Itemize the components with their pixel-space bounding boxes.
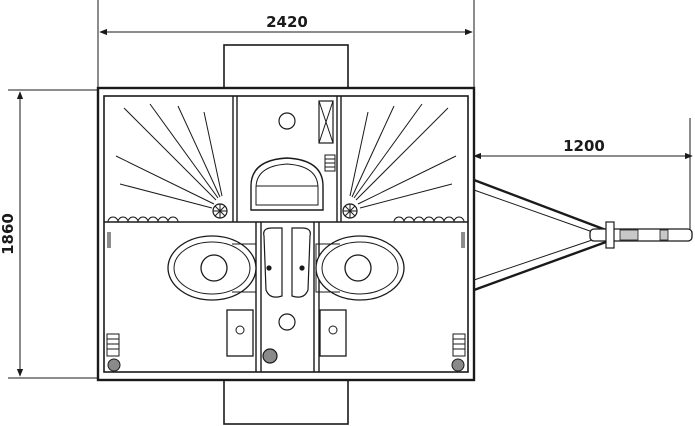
hitch-end: [659, 229, 669, 241]
right-washbasin: [319, 309, 347, 357]
right-toilet-bowl-opening: [344, 254, 372, 282]
left-scallop-edge: [107, 216, 179, 223]
trailer-inner-wall: [103, 95, 469, 373]
left-radiator: [106, 333, 120, 357]
trailer-outer-wall: [96, 86, 476, 382]
drawbar-dimension-label: 1200: [563, 137, 605, 155]
left-toilet-cubicle: [106, 232, 257, 372]
right-shower-area: [342, 103, 465, 223]
rear-step: [223, 377, 349, 425]
right-floor-drain: [451, 358, 465, 372]
corridor-dot-left: [266, 265, 272, 271]
depth-dimension: 1860: [0, 89, 100, 379]
hitch-coupling: [589, 228, 693, 242]
corridor-dot-right: [299, 265, 305, 271]
water-heater: [250, 157, 324, 211]
corridor-vent: [278, 313, 296, 331]
front-step: [223, 44, 349, 92]
depth-dimension-label: 1860: [0, 213, 17, 255]
right-scallop-edge: [393, 216, 465, 223]
left-floor-drain: [107, 358, 121, 372]
corridor-tank-left: [263, 227, 283, 298]
central-corridor: [262, 227, 311, 364]
width-dimension-label: 2420: [266, 13, 308, 31]
corridor-tank-right: [291, 227, 311, 298]
ceiling-vent: [278, 112, 296, 130]
right-radiator: [452, 333, 466, 357]
width-dimension: 2420: [97, 0, 475, 88]
left-washbasin: [226, 309, 254, 357]
wall-radiator-right: [324, 154, 336, 172]
jockey-wheel: [605, 221, 615, 249]
drawbar: [473, 178, 693, 292]
drawbar-dimension: 1200: [473, 118, 693, 240]
right-toilet-cubicle: [315, 232, 466, 372]
central-utility-room: [250, 100, 336, 211]
hitch-joint: [619, 229, 639, 241]
left-shower-area: [107, 103, 228, 223]
left-toilet-bowl-opening: [200, 254, 228, 282]
corridor-floor-drain: [262, 348, 278, 364]
